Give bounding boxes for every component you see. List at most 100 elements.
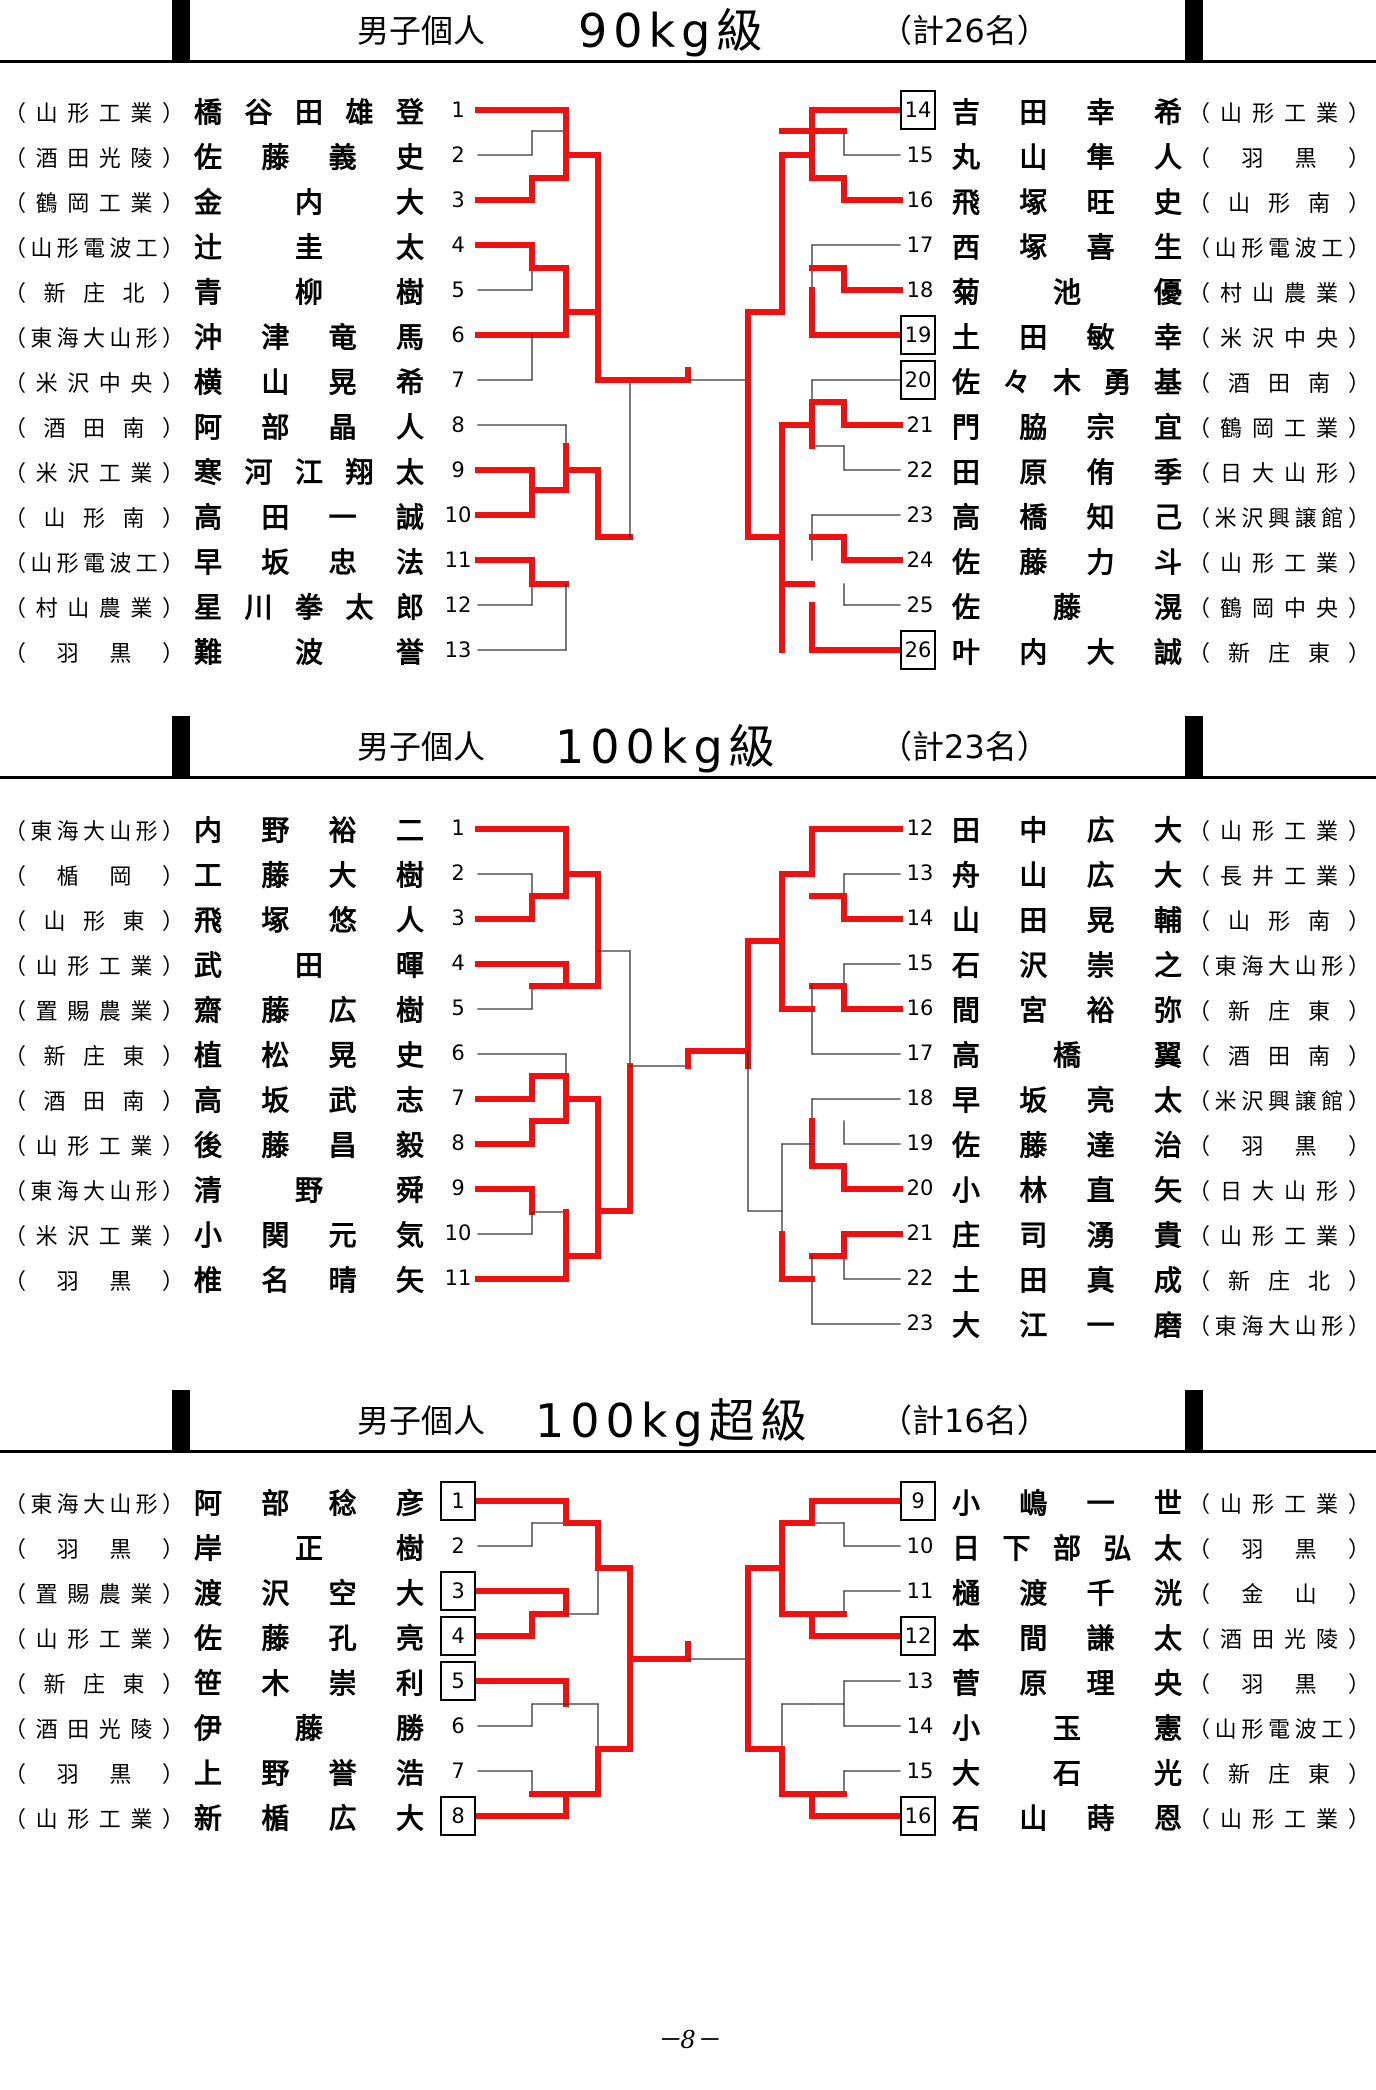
bracket-number: 20 [906,1176,934,1200]
competitor-name: 佐藤孔亮 [194,1622,424,1655]
competitor-name: 日下部弘太 [952,1532,1182,1565]
bracket-number: 9 [451,1176,465,1200]
competitor-name: 大江一磨 [952,1309,1182,1342]
bracket-number: 11 [444,1266,472,1290]
competitor-name: 笹木崇利 [194,1667,424,1700]
school-name: （酒田南） [1188,372,1370,397]
school-name: （村山農業） [1188,282,1370,307]
bracket-number: 22 [906,458,934,482]
school-name: （山形工業） [1188,552,1370,577]
bracket-number: 14 [906,1714,934,1738]
school-name: （山形南） [4,507,184,532]
bracket-number: 6 [451,1041,465,1065]
page-number: －8－ [656,2026,720,2054]
competitor-name: 沖津竜馬 [194,321,424,354]
bracket-number: 23 [906,503,934,527]
competitor-name: 吉田幸希 [952,96,1182,129]
school-name: （東海大山形） [4,1180,184,1205]
competitor-name: 菊池優 [952,276,1182,309]
competitor-name: 阿部稔彦 [194,1487,424,1520]
competitor-name: 庄司湧貴 [952,1219,1182,1252]
header-bar [1185,0,1203,60]
header-category: 男子個人 [357,12,486,50]
bracket-number: 15 [906,143,934,167]
header-count: （計26名） [880,12,1049,50]
competitor-name: 飛塚悠人 [194,904,424,937]
school-name: （山形東） [4,910,184,935]
header-weight-class: 100kg級 [555,720,781,774]
competitor-name: 佐藤達治 [952,1129,1182,1162]
school-name: （山形工業） [1188,102,1370,127]
bracket-number: 10 [906,1534,934,1558]
bracket-number: 7 [451,368,465,392]
competitor-name: 齋藤広樹 [194,994,424,1027]
header-bar [172,0,190,60]
bracket-number: 19 [906,1131,934,1155]
school-name: （山形工業） [1188,1225,1370,1250]
bracket-number: 21 [906,413,934,437]
bracket-number: 5 [451,996,465,1020]
competitor-name: 小嶋一世 [952,1487,1182,1520]
school-name: （鶴岡中央） [1188,597,1370,622]
competitor-name: 高田一誠 [194,501,424,534]
competitor-name: 佐藤義史 [194,141,424,174]
competitor-name: 叶内大誠 [952,636,1182,669]
competitor-name: 田中広大 [952,814,1182,847]
bracket-number: 8 [451,413,465,437]
school-name: （酒田南） [4,417,184,442]
school-name: （東海大山形） [4,327,184,352]
bracket-number: 3 [451,188,465,212]
school-name: （金山） [1188,1583,1370,1608]
school-name: （山形工業） [1188,820,1370,845]
bracket-number: 21 [906,1221,934,1245]
bracket-number: 14 [906,906,934,930]
bracket-number: 8 [451,1131,465,1155]
school-name: （羽黒） [1188,1673,1370,1698]
school-name: （山形電波工） [1188,1718,1370,1743]
bracket-number: 23 [906,1311,934,1335]
school-name: （羽黒） [4,1763,184,1788]
competitor-name: 早坂亮太 [952,1084,1182,1117]
school-name: （米沢中央） [1188,327,1370,352]
competitor-name: 菅原理央 [952,1667,1182,1700]
competitor-name: 石山蒔恩 [952,1802,1182,1835]
competitor-name: 武田暉 [194,949,424,982]
bracket-number: 18 [906,278,934,302]
school-name: （置賜農業） [4,1583,184,1608]
competitor-name: 石沢崇之 [952,949,1182,982]
school-name: （鶴岡工業） [1188,417,1370,442]
bracket-number: 2 [451,861,465,885]
competitor-name: 後藤昌毅 [194,1129,424,1162]
competitor-name: 飛塚旺史 [952,186,1182,219]
bracket-number: 25 [906,593,934,617]
school-name: （山形南） [1188,910,1370,935]
bracket-number: 22 [906,1266,934,1290]
bracket-number: 17 [906,1041,934,1065]
competitor-name: 岸正樹 [194,1532,424,1565]
bracket-number: 16 [906,996,934,1020]
school-name: （米沢工業） [4,462,184,487]
